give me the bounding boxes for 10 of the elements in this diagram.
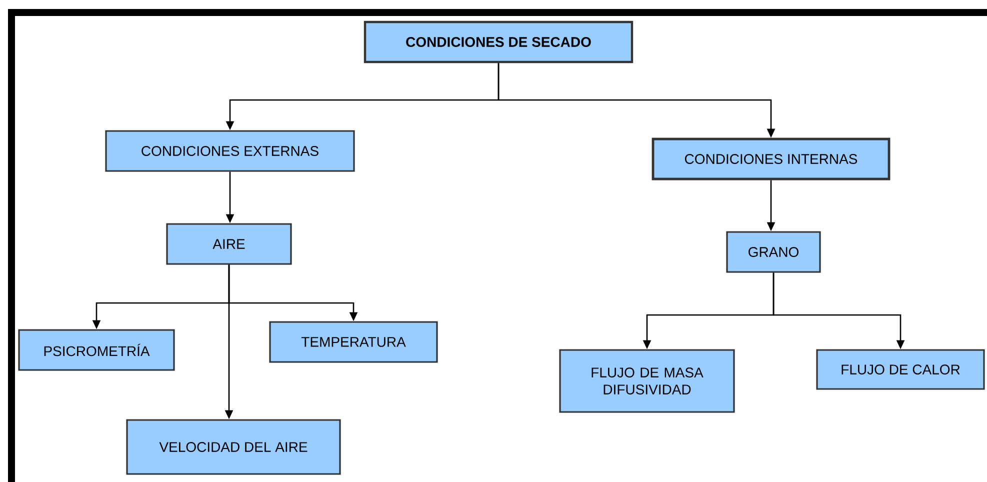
process-box: TEMPERATURA xyxy=(269,321,438,363)
process-box: CONDICIONES DE SECADO xyxy=(364,20,634,64)
process-box: FLUJO DE CALOR xyxy=(816,349,985,390)
process-box: CONDICIONES EXTERNAS xyxy=(105,130,355,172)
process-box: VELOCIDAD DEL AIRE xyxy=(126,419,341,475)
process-box: FLUJO DE MASA DIFUSIVIDAD xyxy=(559,349,735,413)
process-box: GRANO xyxy=(726,231,821,273)
process-box: AIRE xyxy=(166,223,292,265)
process-box: PSICROMETRÍA xyxy=(18,329,175,371)
process-box: CONDICIONES INTERNAS xyxy=(652,138,890,180)
